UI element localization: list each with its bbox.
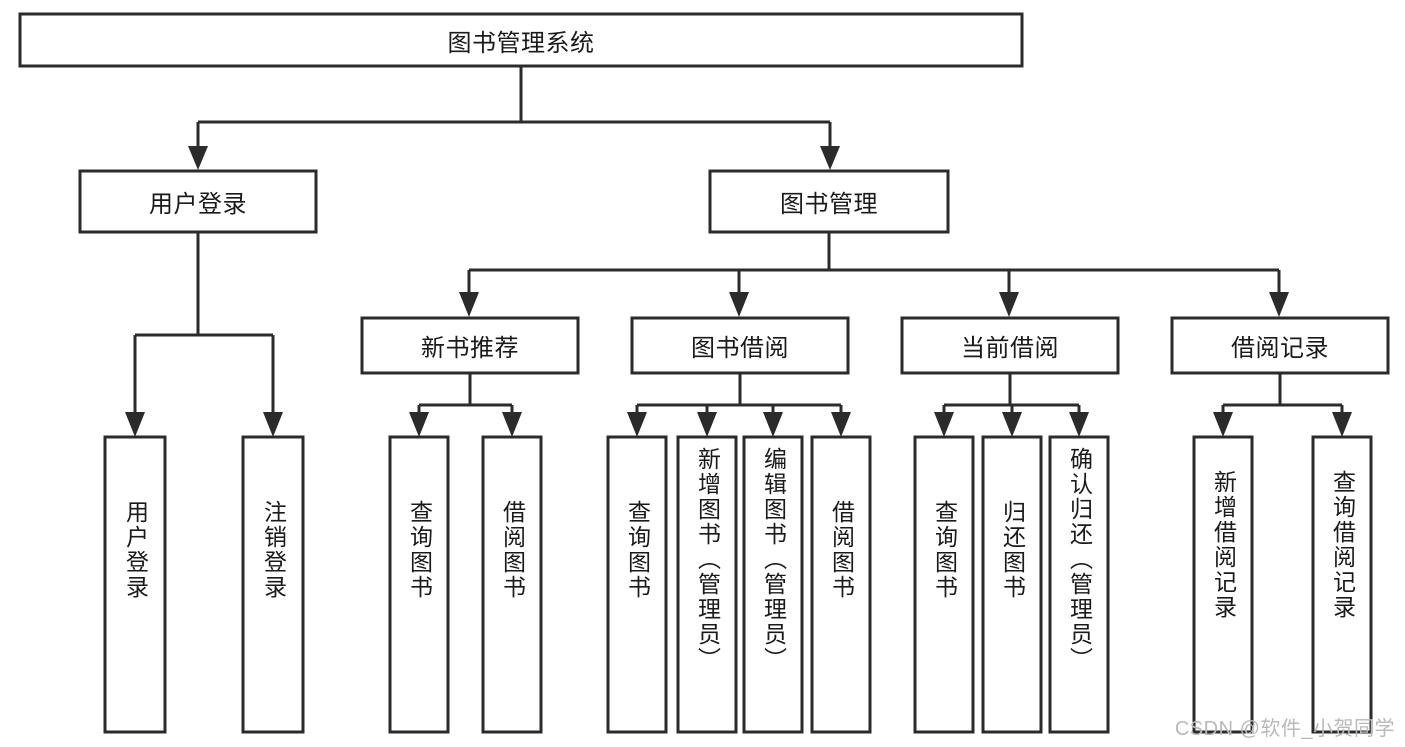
connector-group-user-login [125,232,283,437]
connector-group-root [188,66,840,170]
arrowhead-leaf-query-book-1 [409,412,429,437]
connector-group-new-book [409,373,522,437]
node-leaf-query-record-box[interactable] [1311,435,1373,734]
connector-group-current-borrow [934,373,1089,437]
node-leaf-query-book-2-box[interactable] [606,435,668,734]
arrowhead-leaf-edit-book [763,412,783,437]
node-borrow-record-box[interactable] [1170,316,1390,375]
connector-group-book-mgmt [459,232,1289,317]
node-leaf-borrow-book-2-box[interactable] [810,435,872,734]
node-book-mgmt-box[interactable] [708,169,950,234]
arrowhead-user-login [188,146,208,170]
node-current-borrow-box[interactable] [900,316,1120,375]
arrowhead-leaf-return-book [1002,412,1022,437]
arrowhead-leaf-user-login [125,412,145,437]
node-user-login-box[interactable] [78,169,318,234]
arrowhead-current-borrow [999,292,1019,317]
arrowhead-leaf-query-record [1332,412,1352,437]
connector-group-borrow-record [1213,373,1352,437]
arrowhead-leaf-logout [263,412,283,437]
arrowhead-leaf-borrow-book-1 [502,412,522,437]
arrowhead-leaf-add-book [697,412,717,437]
arrowhead-book-borrow [729,292,749,317]
node-leaf-confirm-return-box[interactable] [1048,435,1110,734]
arrowhead-leaf-query-book-2 [627,412,647,437]
node-leaf-user-login-box[interactable] [103,435,167,734]
node-leaf-add-record-box[interactable] [1192,435,1254,734]
node-leaf-edit-book-box[interactable] [742,435,804,734]
arrowhead-leaf-borrow-book-2 [831,412,851,437]
node-leaf-return-book-box[interactable] [981,435,1043,734]
arrowhead-book-mgmt [820,146,840,170]
node-leaf-add-book-box[interactable] [676,435,738,734]
arrowhead-leaf-add-record [1213,412,1233,437]
arrowhead-leaf-query-book-3 [934,412,954,437]
node-leaf-query-book-3-box[interactable] [913,435,975,734]
node-new-book-box[interactable] [360,316,580,375]
node-book-borrow-box[interactable] [630,316,850,375]
node-leaf-borrow-book-1-box[interactable] [481,435,543,734]
node-leaf-logout-box[interactable] [241,435,305,734]
arrowhead-borrow-record [1269,292,1289,317]
connector-group-book-borrow [627,373,851,437]
arrowhead-leaf-confirm-return [1069,412,1089,437]
arrowhead-new-book [459,292,479,317]
node-leaf-query-book-1-box[interactable] [388,435,450,734]
node-root-box[interactable] [18,12,1024,68]
